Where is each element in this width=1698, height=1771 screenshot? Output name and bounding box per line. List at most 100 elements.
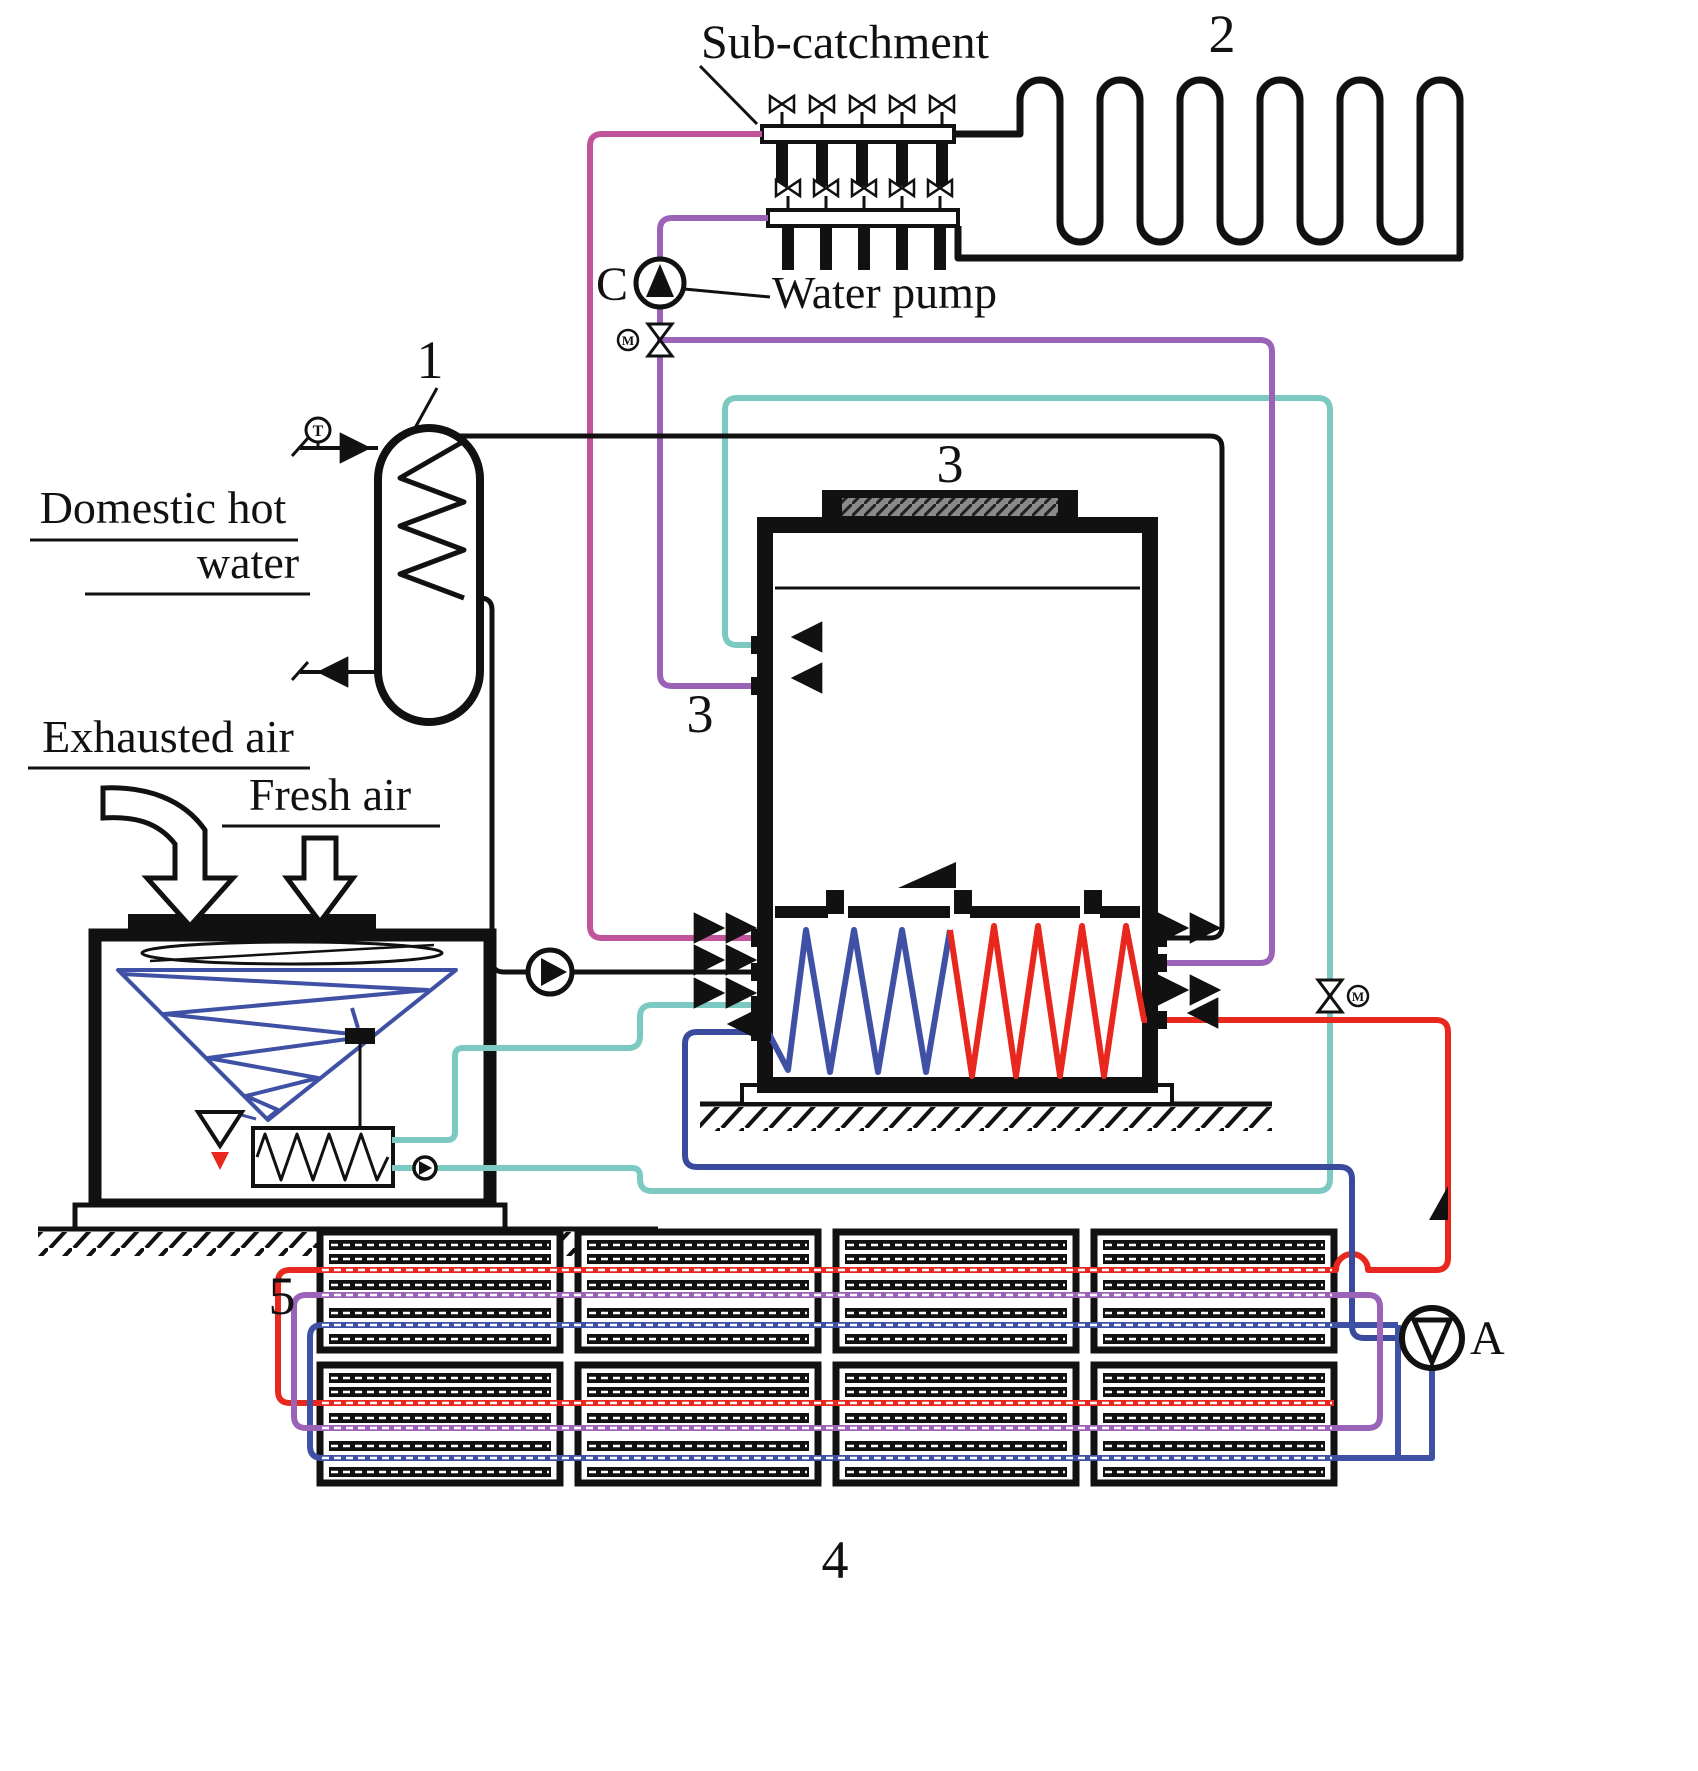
manifold-pipe: [858, 226, 870, 270]
solar-collector-panel: [836, 1365, 1076, 1483]
manifold-valve-icon: [928, 94, 956, 128]
leader-line: [683, 287, 771, 299]
flange: [751, 636, 771, 654]
label-sub-catchment: Sub-catchment: [701, 16, 990, 69]
label-3-top: 3: [937, 434, 964, 494]
manifold-pipe: [816, 142, 828, 186]
label-pump-a: A: [1470, 1312, 1505, 1365]
check-valve-icon: [1429, 1186, 1448, 1220]
valve-m-label: M: [622, 333, 634, 348]
pump-rotor-icon: [419, 1161, 432, 1175]
label-fresh-air: Fresh air: [249, 769, 411, 820]
valve-cone: [1315, 978, 1345, 999]
condensate-funnel: [194, 1110, 246, 1150]
manifold-valve-icon: [808, 94, 836, 128]
header-post: [826, 890, 844, 914]
label-water-pump: Water pump: [772, 267, 997, 318]
ahu-base: [72, 1202, 508, 1232]
valve-cone: [1315, 993, 1345, 1014]
manifold-pipe: [856, 142, 868, 186]
heat-exchanger-zigzag: [255, 1132, 390, 1182]
manifold-pipe: [782, 226, 794, 270]
manifold-pipe: [820, 226, 832, 270]
label-3-side: 3: [687, 684, 714, 744]
flange: [1147, 929, 1167, 947]
label-domestic-hot: Domestic hot: [40, 482, 287, 533]
temperature-sensor-icon: [304, 416, 332, 444]
motor-icon: [616, 328, 640, 352]
violet-branch-pipe: [660, 337, 1275, 966]
flange: [751, 677, 771, 695]
flange: [1147, 1011, 1167, 1029]
exhausted-air-arrow-icon: [100, 785, 239, 930]
manifold-valve-icon: [768, 94, 796, 128]
manifold-upper: [760, 94, 956, 186]
valve-m-right: M: [1315, 978, 1370, 1014]
pumps-and-valves: M M: [412, 256, 1465, 1371]
ground-right: [700, 1101, 1272, 1131]
tank-bottom-header: [775, 862, 1140, 918]
pump-c: [633, 256, 687, 310]
manifold-bar: [760, 124, 956, 144]
label-exhausted-air: Exhausted air: [42, 711, 294, 762]
flow-arrows: [316, 432, 1222, 1040]
storage-tank: [740, 490, 1174, 1106]
pump-rotor-icon: [646, 264, 674, 297]
collector-purple-pipe: [291, 1292, 1383, 1431]
collector-pipe-texture: [322, 1268, 1332, 1460]
tank-cap-hatch: [842, 498, 1058, 516]
solar-collector-panel: [1094, 1365, 1334, 1483]
manifold-bar: [766, 208, 960, 228]
violet-supply-pipe: [657, 215, 768, 689]
label-pump-c: C: [596, 258, 628, 311]
magenta-pipe: [587, 131, 768, 941]
pump-rotor-icon: [1410, 1317, 1454, 1369]
condensate-drip: [211, 1152, 229, 1170]
solar-collector-panel: [1094, 1232, 1334, 1350]
flange: [751, 963, 771, 981]
labels: Sub-catchment 2 C Water pump 1 Domestic …: [28, 4, 1505, 1590]
coil-connector-line: [350, 1007, 360, 1029]
manifold-pipe: [896, 142, 908, 186]
label-water: water: [197, 537, 299, 588]
manifold-pipe: [896, 226, 908, 270]
ahu-lid: [128, 914, 376, 938]
collector-blue-pipe: [307, 1322, 1435, 1461]
valve-m-left: M: [616, 322, 675, 358]
air-arrows: [100, 785, 358, 930]
label-1: 1: [417, 330, 444, 390]
manifold-pipe: [936, 142, 948, 186]
solar-collector-panel: [578, 1232, 818, 1350]
floor-heating-coil: [954, 76, 1464, 262]
pump-rotor-icon: [541, 958, 567, 986]
teal-loop-pipe: [392, 395, 1333, 1194]
dhw-return-pipe: [464, 595, 768, 975]
solar-collector-panel: [836, 1232, 1076, 1350]
motor-icon: [1346, 984, 1370, 1008]
serpentine-pipe: [954, 76, 1464, 262]
ahu-pump: [412, 1155, 438, 1181]
dhw-tank-shell: [374, 424, 484, 726]
manifold-pipe: [934, 226, 946, 270]
pipe-end-tick: [290, 661, 310, 681]
header-post: [954, 890, 972, 914]
label-2: 2: [1209, 4, 1236, 64]
valve-cone: [645, 337, 675, 358]
tank-blue-coil: [765, 927, 953, 1075]
manifold-pipe: [776, 142, 788, 186]
label-4: 4: [822, 1530, 849, 1590]
dhw-tank: T: [290, 416, 484, 726]
header-post: [1084, 890, 1102, 914]
leader-line: [413, 387, 439, 429]
teal-return-pipe: [392, 1002, 768, 1143]
solar-collector-panel: [320, 1365, 560, 1483]
manifold-lower: [766, 178, 960, 270]
label-5: 5: [269, 1266, 296, 1326]
manifold-valve-icon: [848, 94, 876, 128]
ground-hatching: [700, 1107, 1272, 1131]
solar-cold-pipe: [682, 1029, 1402, 1341]
coil-fitting: [345, 1028, 375, 1044]
fan-blade-line: [149, 943, 435, 963]
